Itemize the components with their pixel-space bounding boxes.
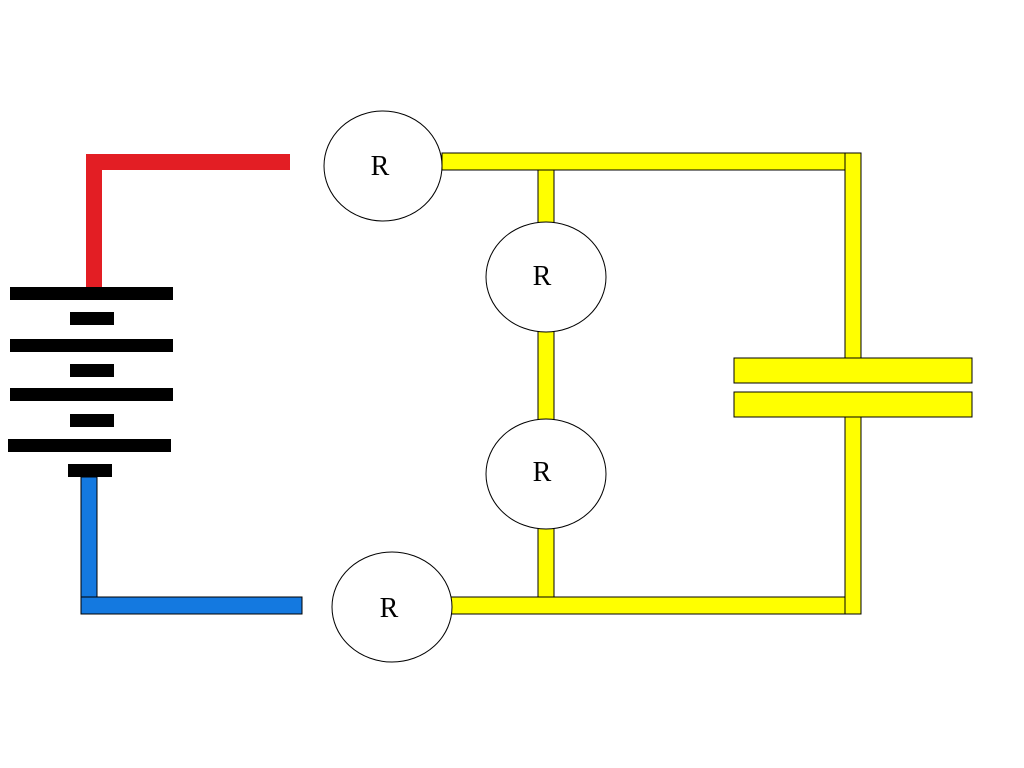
resistor-middle-upper: R: [485, 221, 607, 333]
positive-lead-vertical: [86, 154, 102, 290]
battery-short-plate: [68, 464, 112, 477]
battery-long-plate: [8, 439, 171, 452]
circuit-wires: [441, 152, 862, 615]
battery: [8, 287, 173, 477]
battery-long-plate: [10, 287, 173, 300]
battery-short-plate: [70, 312, 114, 325]
positive-lead-horizontal: [86, 154, 290, 170]
resistor-top: R: [323, 110, 443, 222]
resistor-label: R: [380, 593, 399, 624]
resistor-label: R: [533, 457, 552, 488]
negative-lead: [80, 476, 303, 615]
resistor-circle: [331, 551, 453, 663]
capacitor-upper-plate: [733, 357, 973, 384]
right-wire-lower: [844, 416, 862, 615]
resistor-label: R: [533, 261, 552, 292]
battery-short-plate: [70, 364, 114, 377]
capacitor: [733, 357, 973, 418]
battery-long-plate: [10, 388, 173, 401]
resistor-bottom: R: [331, 551, 453, 663]
negative-lead-vertical: [80, 476, 98, 615]
middle-branch-top-segment: [537, 169, 555, 225]
bottom-wire: [450, 596, 862, 615]
resistor-middle-lower: R: [485, 418, 607, 530]
capacitor-lower-plate: [733, 391, 973, 418]
negative-lead-horizontal: [80, 596, 303, 615]
battery-short-plate: [70, 414, 114, 427]
resistor-label: R: [371, 151, 390, 182]
positive-lead: [86, 154, 290, 290]
top-wire: [441, 152, 862, 171]
resistor-circle: [485, 418, 607, 530]
right-wire-upper: [844, 152, 862, 360]
resistor-circle: [485, 221, 607, 333]
middle-branch-center-segment: [537, 330, 555, 422]
resistor-circle: [323, 110, 443, 222]
middle-branch-bottom-segment: [537, 526, 555, 598]
battery-long-plate: [10, 339, 173, 352]
